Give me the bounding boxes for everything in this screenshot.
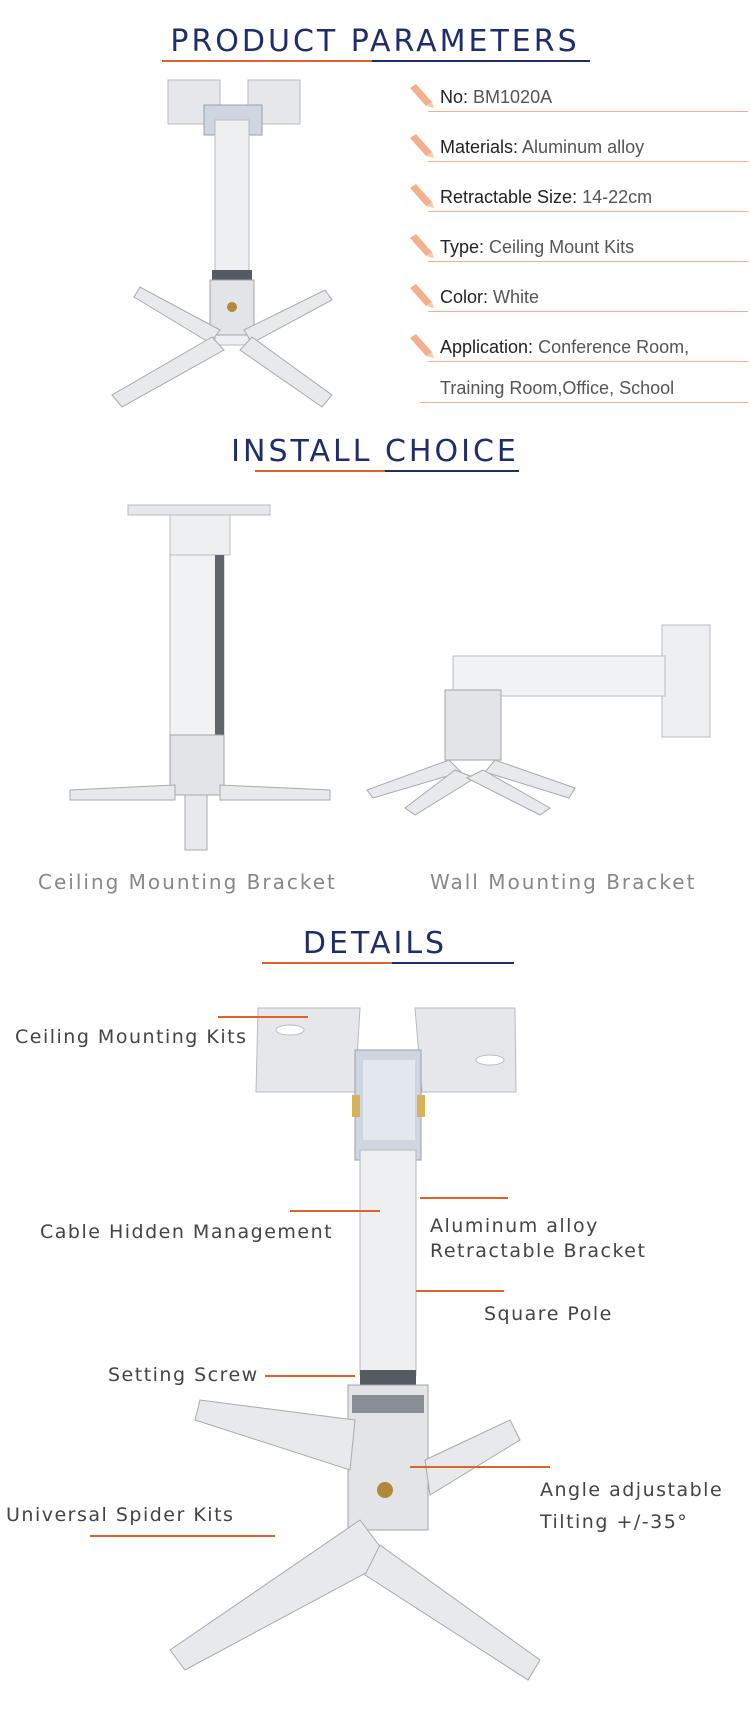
callout-cable — [290, 1210, 380, 1212]
param-divider — [428, 111, 748, 112]
callout-setting-screw — [265, 1375, 355, 1377]
title-underline-right — [372, 60, 590, 62]
pencil-icon — [410, 84, 434, 108]
label-ceiling-kits: Ceiling Mounting Kits — [15, 1026, 248, 1048]
product-image-ceiling-mount — [111, 79, 333, 408]
param-application: Application: Conference Room, — [440, 337, 690, 357]
param-materials: Materials: Aluminum alloy — [440, 137, 645, 157]
param-no: No: BM1020A — [440, 87, 553, 107]
param-divider — [428, 161, 748, 162]
title-underline-left — [162, 60, 372, 62]
label-angle-line2: Tilting +/-35° — [540, 1511, 689, 1533]
callout-angle — [410, 1466, 550, 1468]
pencil-icon — [410, 134, 434, 158]
pencil-icon — [410, 284, 434, 308]
section-title-parameters: PRODUCT PARAMETERS — [170, 24, 580, 59]
callout-ceiling-kits — [218, 1016, 308, 1018]
title-underline-left — [262, 962, 392, 964]
param-application-line2: Training Room,Office, School — [440, 378, 675, 398]
label-aluminum-line1: Aluminum alloy — [430, 1215, 599, 1237]
label-setting-screw: Setting Screw — [108, 1364, 259, 1386]
param-divider — [428, 361, 748, 362]
pencil-icon — [410, 234, 434, 258]
label-angle-line1: Angle adjustable — [540, 1479, 724, 1501]
label-spider-kits: Universal Spider Kits — [6, 1504, 235, 1526]
title-underline-left — [255, 470, 385, 472]
callout-spider-kits — [90, 1535, 275, 1537]
title-underline-right — [392, 962, 514, 964]
pencil-icon — [410, 184, 434, 208]
callout-square-pole — [416, 1290, 504, 1292]
param-divider — [428, 261, 748, 262]
param-divider — [420, 402, 748, 403]
wall-mount-caption: Wall Mounting Bracket — [430, 870, 697, 894]
param-divider — [428, 211, 748, 212]
label-square-pole: Square Pole — [484, 1303, 613, 1325]
pencil-icon — [410, 334, 434, 358]
title-underline-right — [385, 470, 519, 472]
wall-bracket-image — [366, 624, 711, 816]
section-title-install: INSTALL CHOICE — [231, 434, 519, 469]
callout-aluminum — [420, 1197, 508, 1199]
param-retractable-size: Retractable Size: 14-22cm — [440, 187, 653, 207]
param-type: Type: Ceiling Mount Kits — [440, 237, 635, 257]
label-aluminum-line2: Retractable Bracket — [430, 1240, 647, 1262]
param-color: Color: White — [440, 287, 540, 307]
section-title-details: DETAILS — [302, 926, 448, 961]
param-divider — [428, 311, 748, 312]
ceiling-bracket-image — [69, 504, 331, 851]
detail-bracket-image — [169, 1007, 541, 1681]
label-cable: Cable Hidden Management — [40, 1221, 334, 1243]
ceiling-mount-caption: Ceiling Mounting Bracket — [38, 870, 337, 894]
